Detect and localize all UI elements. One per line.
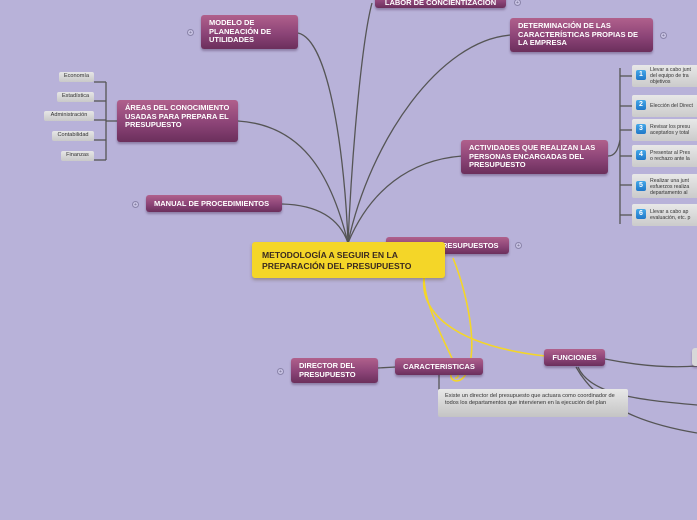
area-item: Administración — [44, 111, 94, 121]
topic-caracteristicas[interactable]: CARACTERISTICAS — [395, 358, 483, 375]
collapse-icon[interactable]: + — [515, 242, 522, 249]
collapse-icon[interactable]: + — [660, 32, 667, 39]
area-item: Estadística — [57, 92, 94, 102]
number-badge-icon: 1 — [636, 70, 646, 80]
collapse-icon[interactable]: + — [132, 201, 139, 208]
topic-areas-conocimiento[interactable]: ÁREAS DEL CONOCIMIENTO USADAS PARA PREPA… — [117, 100, 238, 142]
area-item: Finanzas — [61, 151, 94, 161]
collapse-icon[interactable]: + — [187, 29, 194, 36]
partial-node — [692, 348, 697, 366]
topic-modelo-planeacion[interactable]: MODELO DE PLANEACIÓN DE UTILIDADES — [201, 15, 298, 49]
activity-text: Elección del Direct — [650, 103, 693, 109]
activity-item[interactable]: 2 Elección del Direct — [632, 95, 697, 117]
number-badge-icon: 3 — [636, 124, 646, 134]
topic-funciones[interactable]: FUNCIONES — [544, 349, 605, 366]
number-badge-icon: 2 — [636, 100, 646, 110]
topic-director-presupuesto[interactable]: DIRECTOR DEL PRESUPUESTO — [291, 358, 378, 383]
area-item: Contabilidad — [52, 131, 94, 141]
note-director: Existe un director del presupuesto que a… — [438, 389, 628, 417]
collapse-icon[interactable]: + — [277, 368, 284, 375]
collapse-icon[interactable]: + — [514, 0, 521, 6]
topic-manual-procedimientos[interactable]: MANUAL DE PROCEDIMIENTOS — [146, 195, 282, 212]
topic-actividades[interactable]: ACTIVIDADES QUE REALIZAN LAS PERSONAS EN… — [461, 140, 608, 174]
central-topic[interactable]: METODOLOGÍA A SEGUIR EN LA PREPARACIÓN D… — [252, 242, 445, 278]
number-badge-icon: 5 — [636, 181, 646, 191]
topic-labor-concientizacion[interactable]: LABOR DE CONCIENTIZACIÓN — [375, 0, 506, 8]
number-badge-icon: 6 — [636, 209, 646, 219]
number-badge-icon: 4 — [636, 150, 646, 160]
topic-determinacion-caracteristicas[interactable]: DETERMINACIÓN DE LAS CARACTERÍSTICAS PRO… — [510, 18, 653, 52]
area-item: Economía — [59, 72, 94, 82]
